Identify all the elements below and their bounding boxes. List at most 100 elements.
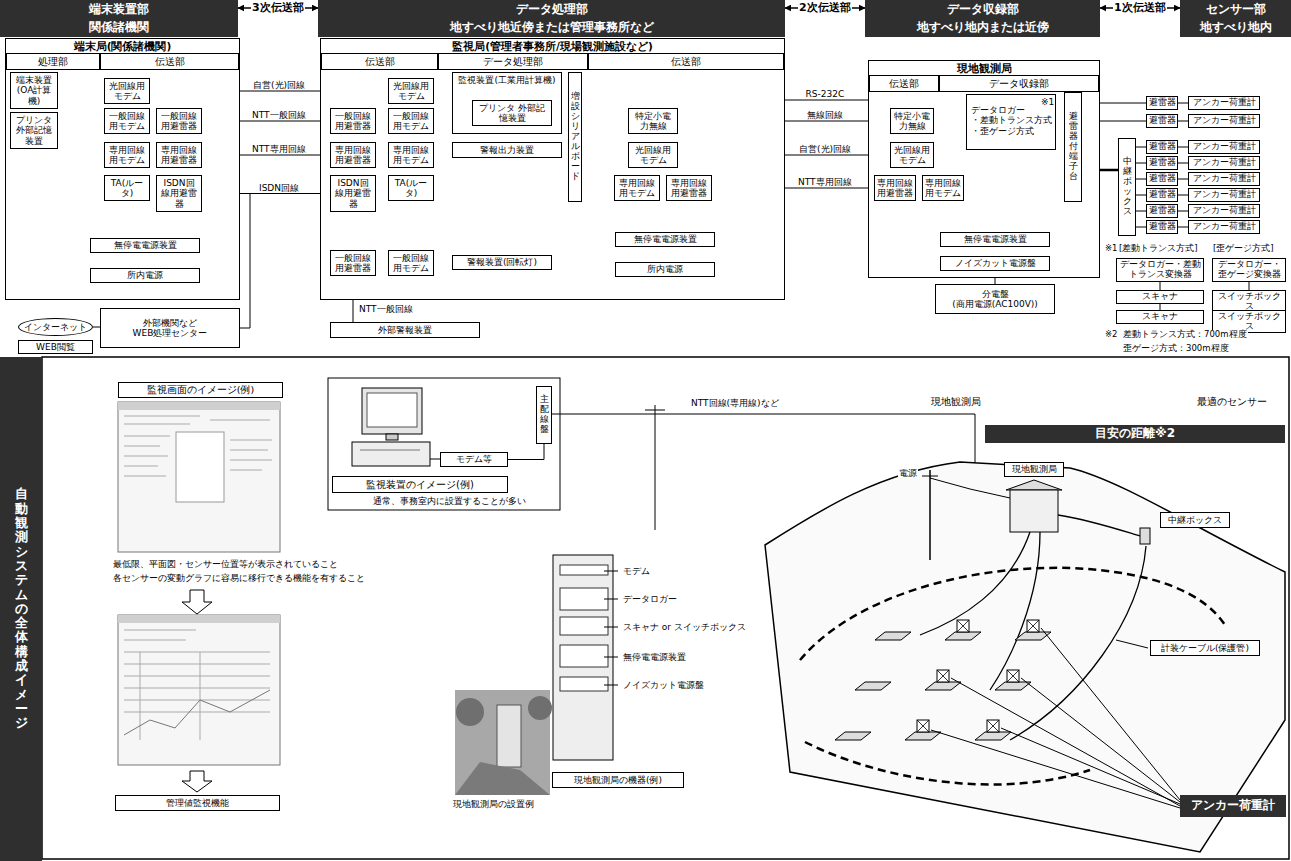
node-text: スキャナ (1142, 292, 1178, 302)
line-label: NTT一般回線 (358, 304, 414, 314)
device-box: 避雷器 (1146, 220, 1178, 234)
header-band: データ処理部 (318, 0, 785, 19)
note-label: データロガー (622, 594, 678, 604)
node-text: スイッチボックス (1214, 312, 1284, 332)
node-text: 専用回線用避雷器 (669, 178, 709, 199)
node-text: 光回線用モデム (893, 145, 931, 166)
station-frame: 現地観測局伝送部データ収録部特定小電力無線光回線用モデム専用回線用避雷器専用回線… (868, 60, 1100, 278)
device-box: 計装ケーブル(保護管) (1150, 640, 1260, 656)
node-text: 専用回線用モデム (391, 145, 431, 166)
device-box: 一般回線用避雷器 (330, 250, 376, 276)
section-header: 伝送部 (869, 75, 939, 92)
node-text: TA(ルータ) (391, 178, 431, 199)
device-box: 外部警報装置 (330, 322, 480, 338)
connector (1178, 121, 1188, 122)
node-text: 監視局(管理者事務所/現場観測施設など) (321, 39, 784, 54)
node-text: プリンタ 外部記憶装置 (13, 115, 55, 146)
device-box: 専用回線用避雷器 (666, 175, 712, 201)
connector (1178, 227, 1188, 228)
device-box: ノイズカット電源盤 (940, 256, 1050, 271)
device-box: 端末装置(OA計算機) (10, 72, 58, 109)
device-box: 中継ボックス (1160, 512, 1230, 528)
device-box: 一般回線用避雷器 (330, 108, 376, 134)
node-text: 光回線用モデム (391, 81, 431, 102)
node-text: 専用回線用モデム (617, 178, 657, 199)
node-text: データ収録部 (947, 3, 1019, 17)
node-text: 分電盤 (982, 289, 1009, 299)
line-label: NTT一般回線 (251, 110, 307, 120)
node-text: 中継ボックス (1168, 515, 1222, 525)
device-box: 特定小電力無線 (628, 108, 678, 134)
header-band: 地すべり地近傍または管理事務所など (318, 18, 785, 37)
node-text: データロガー (971, 105, 1025, 115)
node-text: アンカー荷重計 (1193, 158, 1256, 168)
node-text: 避雷器 (1149, 174, 1176, 184)
node-text: 所内電源 (647, 264, 683, 274)
device-box: 一般回線用モデム (388, 250, 434, 276)
device-box: WEB閲覧 (18, 340, 93, 354)
header-band: データ収録部 (865, 0, 1100, 19)
node-text: 端末装置部 (89, 3, 149, 17)
node-text: 現地観測局の機器(例) (574, 775, 662, 785)
node-text: 無停電電源装置 (634, 234, 697, 244)
device-box: 無停電電源装置 (90, 238, 200, 253)
line-label: ISDN回線 (258, 183, 300, 193)
line-label: RS-232C (805, 89, 846, 99)
connector (1178, 147, 1188, 148)
connector (1136, 227, 1146, 228)
device-box: スキャナ (1116, 290, 1204, 304)
device-box: 光回線用モデム (628, 142, 678, 168)
node-text: 専用回線用避雷器 (877, 178, 913, 199)
connector (508, 444, 544, 460)
device-box: データロガー・歪ゲージ変換器 (1212, 258, 1286, 282)
note-label: ノイズカット電源盤 (622, 680, 705, 690)
node-text: 一般回線用モデム (391, 111, 431, 132)
node-text: 伝送部 (889, 78, 919, 90)
note-label: NTT回線(専用線)など (690, 398, 780, 408)
device-box: TA(ルータ) (388, 175, 434, 201)
node-text: WEB閲覧 (36, 342, 75, 352)
device-box: 一般回線用モデム (388, 108, 434, 134)
device-box: 一般回線用モデム (104, 108, 150, 134)
node-text: アンカー荷重計 (1193, 116, 1256, 126)
section-header: データ処理部 (438, 53, 588, 70)
node-text: データ処理部 (483, 56, 543, 68)
note-label: 現地観測局の設置例 (452, 800, 535, 810)
node-text: データロガー・歪ゲージ変換器 (1214, 260, 1284, 280)
node-text: 端末局(関係諸機関) (6, 39, 239, 54)
node-text: アンカー荷重計 (1193, 98, 1256, 108)
node-text: 無停電電源装置 (964, 234, 1027, 244)
connector (1136, 211, 1146, 212)
node-text: 特定小電力無線 (631, 111, 675, 132)
vertical-box: 主配線盤 (536, 386, 552, 444)
connector (1136, 195, 1146, 196)
device-box: アンカー荷重計 (1188, 172, 1260, 186)
rack-illustration (553, 555, 618, 760)
device-box: アンカー荷重計 (1188, 96, 1260, 110)
device-box: 専用回線用避雷器 (874, 175, 916, 201)
device-box: 避雷器 (1146, 188, 1178, 202)
section-header: 処理部 (6, 53, 100, 70)
line-label: 2次伝送部 (798, 2, 852, 15)
device-box: 無停電電源装置 (940, 232, 1050, 247)
device-box: 避雷器 (1146, 140, 1178, 154)
device-box: 警報出力装置 (452, 142, 562, 158)
connector (1178, 103, 1188, 104)
device-box: 避雷器 (1146, 96, 1178, 110)
device-box: 外部機関などWEB処理センター (100, 308, 240, 348)
node-text: TA(ルータ) (107, 178, 147, 199)
node-text: ノイズカット電源盤 (955, 258, 1036, 268)
node-text: 中継ボックス (1123, 157, 1132, 216)
connector (1136, 163, 1146, 164)
dark-label-box: 目安の距離※2 (985, 425, 1285, 443)
device-box: 現地観測局の機器(例) (552, 772, 684, 788)
device-box: 無停電電源装置 (615, 232, 715, 247)
node-text: 監視装置(工業用計算機) (455, 75, 559, 85)
device-box: 避雷器 (1146, 156, 1178, 170)
device-box: TA(ルータ) (104, 175, 150, 201)
device-box: 避雷器 (1146, 172, 1178, 186)
node-text: アンカー荷重計 (1191, 799, 1275, 813)
node-text: 地すべり地内 (1200, 21, 1272, 35)
device-box: 専用回線用モデム (614, 175, 660, 201)
note-label: スキャナ or スイッチボックス (622, 622, 747, 632)
